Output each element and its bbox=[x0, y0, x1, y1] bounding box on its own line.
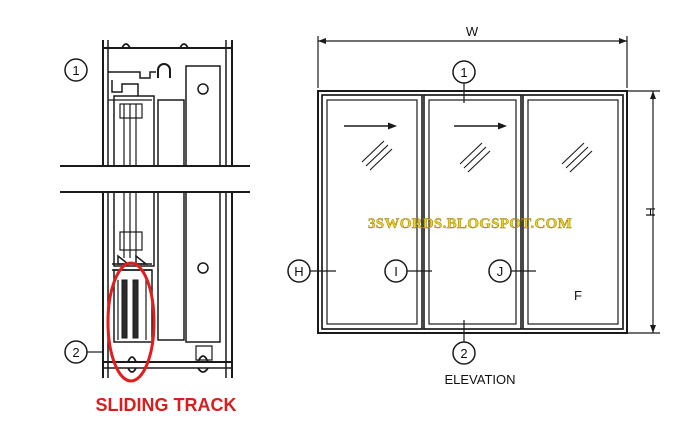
height-arrow-bottom bbox=[650, 325, 656, 333]
panel-h-glass bbox=[326, 99, 418, 325]
section-callout-2: 2 bbox=[64, 340, 103, 364]
top-track-profile bbox=[108, 71, 156, 79]
watermark-text: 3SWORDS.BLOGSPOT.COM bbox=[368, 216, 572, 232]
panel-f-glass bbox=[527, 99, 619, 325]
section-callout-1: 1 bbox=[64, 58, 88, 82]
width-label: W bbox=[466, 24, 479, 39]
left-sash-gasket-top bbox=[119, 103, 143, 119]
section-callout-1-text: 1 bbox=[72, 63, 79, 78]
bottom-bracket-b bbox=[135, 254, 149, 265]
height-label: H bbox=[643, 207, 658, 216]
elevation-callout-i: I bbox=[384, 259, 432, 283]
top-hook bbox=[157, 63, 171, 78]
roller-rod-left bbox=[121, 279, 128, 339]
middle-sash bbox=[157, 99, 185, 341]
bottom-clip-4 bbox=[197, 367, 209, 373]
sliding-track-highlight bbox=[106, 261, 156, 383]
right-sash bbox=[185, 65, 221, 343]
elevation-view: W H bbox=[287, 24, 660, 387]
door-outer-frame bbox=[317, 90, 628, 334]
roller-rod-right bbox=[132, 279, 139, 339]
width-arrow-right bbox=[619, 38, 627, 44]
section-detail: 1 2 SLIDING TRACK bbox=[60, 40, 250, 415]
top-track-inner bbox=[111, 80, 139, 96]
elevation-callout-h: H bbox=[287, 259, 336, 283]
glass-reflection-h bbox=[361, 140, 393, 171]
elevation-callout-j-text: J bbox=[497, 264, 504, 279]
section-callout-2-text: 2 bbox=[72, 345, 79, 360]
glass-reflection-i bbox=[459, 142, 491, 173]
bottom-bracket-a bbox=[117, 254, 131, 265]
elevation-callout-2: 2 bbox=[452, 320, 476, 365]
elevation-callout-1: 1 bbox=[452, 60, 476, 103]
elevation-callout-h-text: H bbox=[294, 264, 303, 279]
glass-reflection-f bbox=[561, 142, 593, 173]
bottom-clip-1 bbox=[127, 356, 137, 363]
left-sash-gasket-bottom bbox=[119, 231, 143, 251]
panel-f bbox=[522, 94, 624, 330]
elevation-callout-i-text: I bbox=[394, 264, 398, 279]
slide-arrow-1-head bbox=[388, 122, 397, 130]
break-band bbox=[60, 166, 250, 192]
height-arrow-top bbox=[650, 91, 656, 99]
bottom-clip-3 bbox=[127, 367, 137, 373]
sliding-track-caption: SLIDING TRACK bbox=[96, 395, 237, 415]
panel-f-label: F bbox=[574, 288, 582, 303]
elevation-callout-2-text: 2 bbox=[460, 346, 467, 361]
panel-i-glass bbox=[428, 99, 517, 325]
bottom-track-top bbox=[112, 263, 152, 271]
elevation-caption: ELEVATION bbox=[444, 372, 515, 387]
panel-h bbox=[321, 94, 423, 330]
elevation-callout-j: J bbox=[488, 259, 536, 283]
bottom-guide-block bbox=[195, 345, 213, 361]
slide-arrow-2-head bbox=[498, 122, 507, 130]
width-arrow-left bbox=[318, 38, 326, 44]
panel-i bbox=[423, 94, 522, 330]
roller-hole-top bbox=[197, 83, 209, 95]
top-clip-2 bbox=[179, 43, 189, 49]
roller-hole-bottom bbox=[197, 262, 209, 274]
elevation-callout-1-text: 1 bbox=[460, 65, 467, 80]
top-clip-1 bbox=[121, 43, 131, 49]
